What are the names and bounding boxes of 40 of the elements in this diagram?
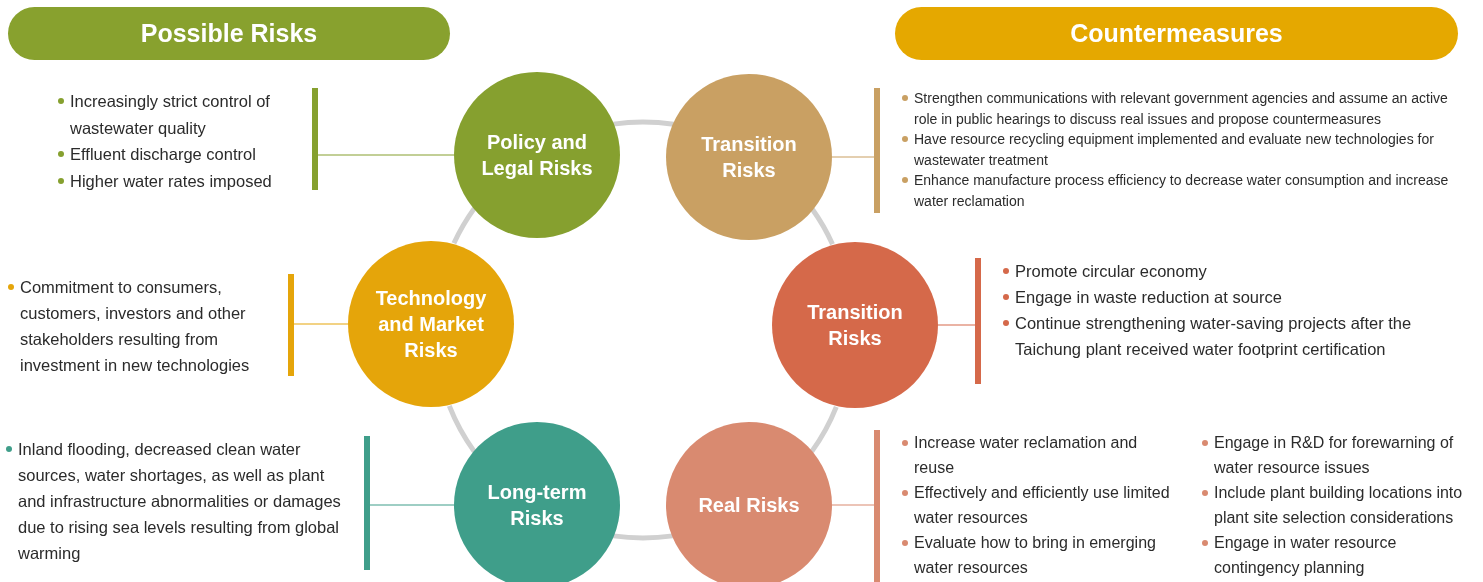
ring-arc [809, 405, 839, 453]
risk-circle: Long-term Risks [454, 422, 620, 582]
ring-arc [810, 207, 835, 246]
bullet-text: Effluent discharge control [70, 145, 256, 163]
bullet-text: Commitment to consumers, customers, investors and other stakeholders resulting from investment in new technologies [20, 278, 250, 374]
connector-line [317, 154, 455, 156]
bullet-text: Engage in water resource contingency planning [1214, 534, 1397, 576]
bullet-list [6, 274, 294, 376]
connector-line [369, 504, 455, 506]
bullet-text: Engage in R&D for forewarning of water resource issues [1214, 434, 1454, 476]
connector-line [831, 156, 875, 158]
heading-banner: Possible Risks [8, 7, 450, 60]
risk-circle: Policy and Legal Risks [454, 72, 620, 238]
bullet-list [4, 436, 370, 570]
ring-arc [447, 404, 477, 453]
bullet-text: Promote circular economy [1015, 262, 1207, 280]
bullet-text: Enhance manufacture process efficiency to decrease water consumption and increase water reclamation [914, 172, 1449, 209]
bullet-text: Engage in waste reduction at source [1015, 288, 1282, 306]
heading-banner: Countermeasures [895, 7, 1458, 60]
connector-line [937, 324, 976, 326]
connector-line [293, 323, 349, 325]
ring-arc [451, 207, 477, 245]
ring-arc [613, 533, 673, 541]
bullet-text: Higher water rates imposed [70, 171, 272, 190]
bullet-text: Increase water reclamation and reuse [914, 434, 1138, 476]
bullet-text: Effectively and efficiently use limited water resources [914, 484, 1170, 526]
bullet-text: Include plant building locations into plant site selection considerations [1214, 484, 1463, 526]
risk-circle: Real Risks [666, 422, 832, 582]
bullet-list [56, 88, 318, 190]
connector-line [831, 504, 875, 506]
ring-arc [613, 119, 674, 127]
risk-circle: Technology and Market Risks [348, 241, 514, 407]
risk-circle: Transition Risks [772, 242, 938, 408]
bullet-text: Strengthen communications with relevant government agencies and assume an active role in public hearings to discuss real issues and propose countermeasures [914, 90, 1448, 127]
risk-circle: Transition Risks [666, 74, 832, 240]
bullet-text: Inland flooding, decreased clean water sources, water shortages, as well as plant and infrastructure abnormalities or damages due to rising sea levels resulting from global warming [18, 440, 341, 562]
bullet-text: Increasingly strict control of wastewater quality [70, 92, 270, 137]
bullet-text: Have resource recycling equipment implemented and evaluate new technologies for wastewater treatment [914, 131, 1434, 168]
bullet-text: Evaluate how to bring in emerging water resources [914, 534, 1156, 576]
bullet-text: Continue strengthening water-saving projects after the Taichung plant received water footprint certification [1015, 314, 1412, 358]
